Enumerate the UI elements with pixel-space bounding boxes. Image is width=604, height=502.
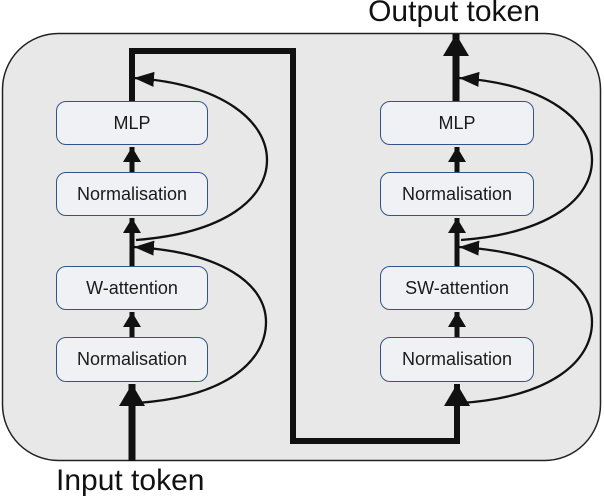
residual-curve-right-upper xyxy=(458,71,594,242)
block-label: MLP xyxy=(113,112,151,133)
block-normalisation-left-lower: Normalisation xyxy=(56,337,208,382)
block-label: Normalisation xyxy=(76,349,188,369)
block-normalisation-right-upper: Normalisation xyxy=(380,172,534,216)
residual-curve-left-lower xyxy=(133,240,268,405)
block-normalisation-left-upper: Normalisation xyxy=(56,172,208,216)
residual-curve-left-upper xyxy=(133,71,269,242)
block-label: Normalisation xyxy=(401,183,513,204)
main-flow-line xyxy=(129,48,470,444)
output-token-label: Output token xyxy=(368,0,540,28)
block-sw-attention: SW-attention xyxy=(380,266,534,310)
block-mlp-right: MLP xyxy=(380,101,534,145)
block-label: W-attention xyxy=(86,277,178,298)
input-token-label: Input token xyxy=(56,464,205,497)
residual-curve-right-lower xyxy=(458,240,594,405)
block-label: MLP xyxy=(438,112,476,133)
block-mlp-left: MLP xyxy=(56,101,208,145)
block-label: Normalisation xyxy=(401,349,513,369)
block-label: SW-attention xyxy=(405,277,509,298)
block-normalisation-right-lower: Normalisation xyxy=(380,337,534,382)
block-label: Normalisation xyxy=(76,183,188,204)
block-w-attention: W-attention xyxy=(56,266,208,310)
